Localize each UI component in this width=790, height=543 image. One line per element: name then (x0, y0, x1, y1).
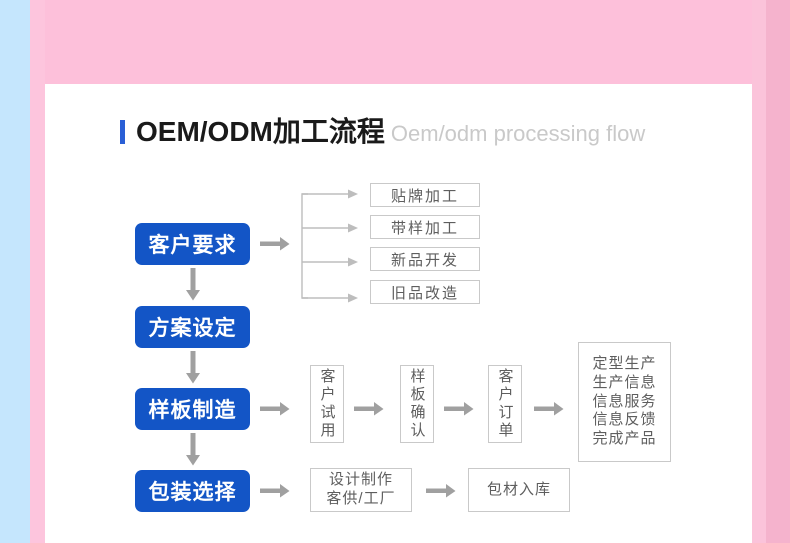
branch-option-box-3[interactable]: 新品开发 (370, 247, 480, 271)
packaging-step-2-line-1: 包材入库 (486, 480, 551, 498)
process-flow-diagram: 客户要求 方案设定 样板制造 包装选择 (45, 84, 752, 543)
packaging-step-1-line-2: 客供/工厂 (326, 490, 396, 507)
branch-option-4-label: 旧品改造 (390, 284, 459, 302)
right-arrow-icon-stage3 (260, 402, 290, 416)
decorative-right-pink-band (766, 0, 790, 543)
branch-option-box-2[interactable]: 带样加工 (370, 215, 480, 239)
decorative-left-pink-band (30, 0, 45, 543)
branch-connector-bracket (300, 180, 365, 306)
sample-step-box-2[interactable]: 样板确认 (400, 365, 434, 443)
sample-step-box-1[interactable]: 客户试用 (310, 365, 344, 443)
right-arrow-icon-sample-3 (534, 402, 564, 416)
decorative-right-pink-band-inner (752, 0, 766, 543)
stage-box-2-label: 方案设定 (148, 317, 237, 340)
right-arrow-icon-stage1 (260, 237, 290, 251)
production-result-line-1: 定型生产 (592, 355, 657, 373)
branch-option-2-label: 带样加工 (390, 219, 459, 237)
stage-box-3-label: 样板制造 (148, 399, 237, 422)
packaging-step-1-line-1: 设计制作 (328, 471, 393, 489)
packaging-step-box-2[interactable]: 包材入库 (468, 468, 570, 512)
branch-option-3-label: 新品开发 (390, 251, 459, 269)
content-canvas: OEM/ODM加工流程 Oem/odm processing flow 客户要求… (45, 84, 752, 543)
production-result-line-4: 信息反馈 (592, 411, 657, 429)
right-arrow-icon-sample-1 (354, 402, 384, 416)
stage-box-4[interactable]: 包装选择 (135, 470, 250, 512)
page-title-english: Oem/odm processing flow (390, 121, 646, 146)
down-arrow-icon-2 (186, 351, 200, 384)
right-arrow-icon-stage4 (260, 484, 290, 498)
branch-option-1-label: 贴牌加工 (390, 187, 459, 205)
down-arrow-icon-1 (186, 268, 200, 301)
right-arrow-icon-packaging (426, 484, 456, 498)
sample-step-1-label: 客户试用 (318, 368, 336, 440)
stage-box-2[interactable]: 方案设定 (135, 306, 250, 348)
sample-step-2-label: 样板确认 (408, 368, 426, 440)
branch-option-box-1[interactable]: 贴牌加工 (370, 183, 480, 207)
decorative-top-pink-band (30, 0, 790, 84)
sample-step-3-label: 客户订单 (496, 368, 514, 440)
production-result-line-2: 生产信息 (592, 373, 657, 391)
stage-box-1[interactable]: 客户要求 (135, 223, 250, 265)
branch-option-box-4[interactable]: 旧品改造 (370, 280, 480, 304)
production-result-line-3: 信息服务 (592, 392, 657, 410)
sample-step-box-3[interactable]: 客户订单 (488, 365, 522, 443)
stage-box-4-label: 包装选择 (148, 481, 237, 504)
packaging-step-box-1[interactable]: 设计制作 客供/工厂 (310, 468, 412, 512)
page-title: OEM/ODM加工流程 Oem/odm processing flow (120, 110, 645, 150)
down-arrow-icon-3 (186, 433, 200, 466)
production-result-box[interactable]: 定型生产 生产信息 信息服务 信息反馈 完成产品 (578, 342, 671, 462)
stage-box-3[interactable]: 样板制造 (135, 388, 250, 430)
page-title-chinese: OEM/ODM加工流程 (136, 116, 385, 147)
right-arrow-icon-sample-2 (444, 402, 474, 416)
production-result-line-5: 完成产品 (592, 430, 657, 448)
title-accent-bar (120, 120, 125, 144)
decorative-left-blue-band (0, 0, 30, 543)
stage-box-1-label: 客户要求 (148, 234, 237, 257)
